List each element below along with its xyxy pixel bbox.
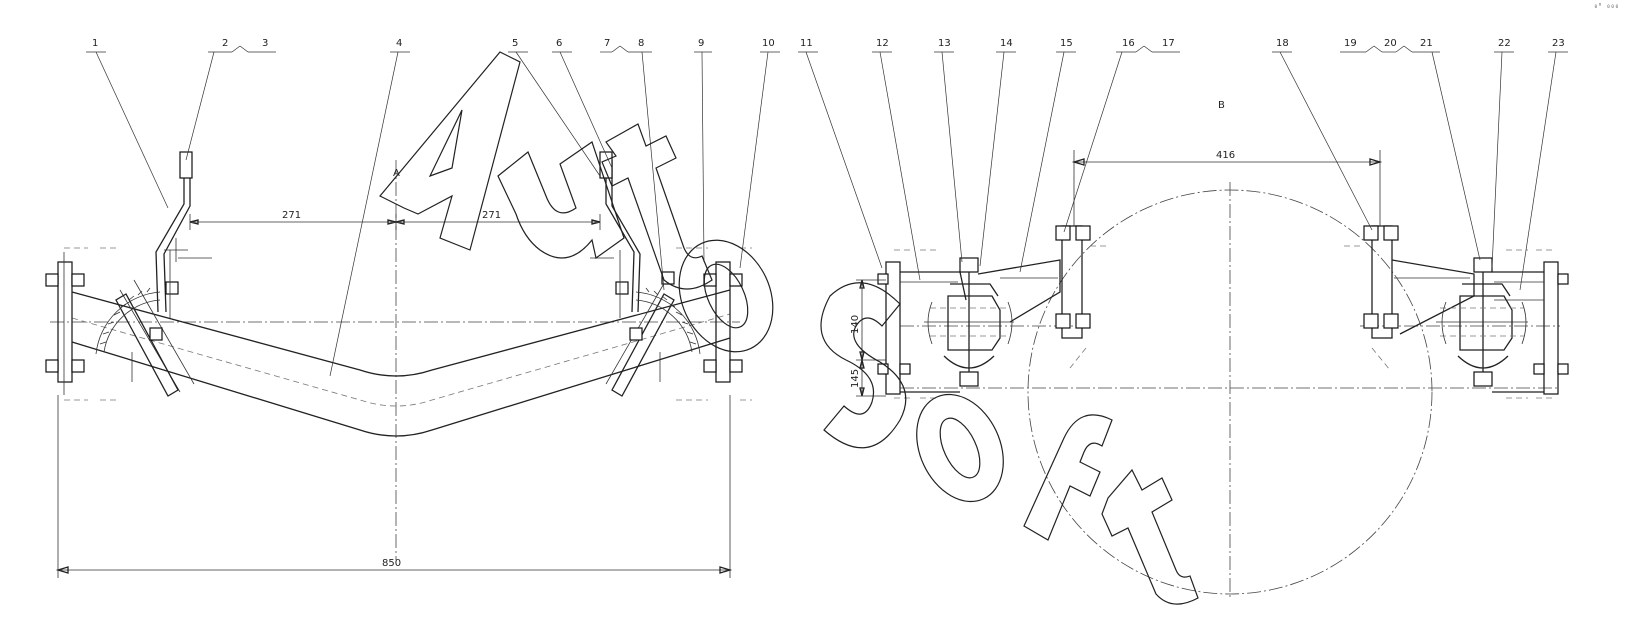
callout-14: 14 <box>1000 38 1013 49</box>
callout-18: 18 <box>1276 38 1289 49</box>
dimension-850: 850 <box>55 395 733 578</box>
callout-8: 8 <box>638 38 644 49</box>
view-label-b: B <box>1218 100 1225 111</box>
dimension-label-850: 850 <box>382 558 401 569</box>
bolt-group-right <box>703 273 743 373</box>
callout-9: 9 <box>698 38 704 49</box>
callout-labels: 1 2 3 4 5 6 7 8 9 10 11 12 13 14 15 16 1… <box>92 38 1565 49</box>
callout-21: 21 <box>1420 38 1433 49</box>
view-label-a: A <box>393 168 400 179</box>
callout-11: 11 <box>800 38 813 49</box>
dimension-label-140: 140 <box>850 315 861 334</box>
bolt-group-left <box>45 273 85 373</box>
callout-13: 13 <box>938 38 951 49</box>
dimension-271-271: 271 271 <box>189 210 601 230</box>
callout-12: 12 <box>876 38 889 49</box>
callout-5: 5 <box>512 38 518 49</box>
corner-mark: ₀⁰ ₀₀₀ <box>1593 2 1619 10</box>
callout-1: 1 <box>92 38 98 49</box>
dimension-140-145: 140 145 <box>850 279 886 397</box>
callout-7: 7 <box>604 38 610 49</box>
dimension-label-right-271: 271 <box>482 210 501 221</box>
view-a-frame <box>45 151 752 560</box>
callout-16: 16 <box>1122 38 1135 49</box>
callout-6: 6 <box>556 38 562 49</box>
callout-15: 15 <box>1060 38 1073 49</box>
dimension-label-416: 416 <box>1216 150 1235 161</box>
callout-22: 22 <box>1498 38 1511 49</box>
callout-leaders <box>86 45 1568 377</box>
callout-2: 2 <box>222 38 228 49</box>
dimension-label-left-271: 271 <box>282 210 301 221</box>
dimension-416: 416 <box>1071 150 1383 226</box>
callout-4: 4 <box>396 38 402 49</box>
callout-23: 23 <box>1552 38 1565 49</box>
callout-3: 3 <box>262 38 268 49</box>
watermark-logo <box>379 51 1199 605</box>
callout-10: 10 <box>762 38 775 49</box>
view-b-assembly <box>877 182 1569 600</box>
callout-20: 20 <box>1384 38 1397 49</box>
callout-19: 19 <box>1344 38 1357 49</box>
dimension-label-145: 145 <box>850 369 861 388</box>
callout-17: 17 <box>1162 38 1175 49</box>
